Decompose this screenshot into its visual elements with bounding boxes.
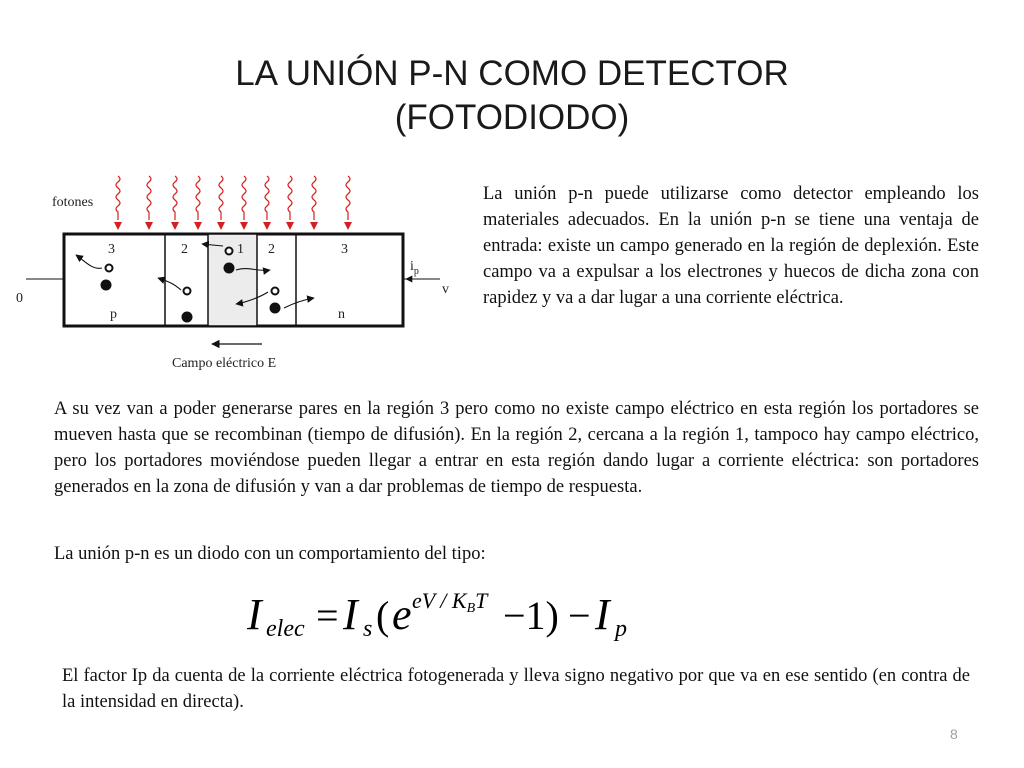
ip-label: ip: [410, 259, 419, 277]
n-region-label: n: [338, 307, 345, 322]
intro-paragraph: La unión p-n puede utilizarse como detec…: [483, 184, 979, 308]
formula-I-elec: I: [246, 590, 264, 639]
slide-title: LA UNIÓN P-N COMO DETECTOR (FOTODIODO): [0, 52, 1024, 140]
diode-equation: I elec = I s ( e eV / KBT −1) − I p: [246, 588, 627, 642]
photon-arrows: [114, 175, 122, 230]
carrier-paths: [75, 240, 315, 309]
formula-sub-p: p: [613, 616, 627, 642]
carriers: [100, 246, 281, 323]
p-region-label: p: [110, 307, 117, 322]
title-line-1: LA UNIÓN P-N COMO DETECTOR: [235, 54, 789, 93]
formula-minus: −: [568, 593, 591, 638]
electric-field-label: Campo eléctrico E: [172, 356, 276, 371]
region-label: 3: [341, 242, 348, 257]
formula-e: e: [392, 590, 412, 639]
photons-label: fotones: [52, 195, 93, 210]
zero-label: 0: [16, 291, 23, 306]
title-line-2: (FOTODIODO): [394, 98, 630, 137]
v-label: v: [442, 282, 449, 297]
region-label: 2: [268, 242, 275, 257]
ip-explanation-paragraph: El factor Ip da cuenta de la corriente e…: [62, 666, 970, 712]
pn-junction-diagram: fotones 3 2 1 2 3 p n 0 ip v Campo eléct…: [16, 175, 449, 371]
region-label: 3: [108, 242, 115, 257]
formula-exponent: eV / KBT: [412, 588, 489, 616]
region-label: 2: [181, 242, 188, 257]
region-label: 1: [237, 242, 244, 257]
formula-I-s: I: [342, 590, 360, 639]
depletion-region: [207, 233, 258, 327]
formula-sub-elec: elec: [266, 616, 305, 642]
formula-open-paren: (: [376, 593, 389, 638]
diffusion-paragraph: A su vez van a poder generarse pares en …: [54, 399, 979, 497]
formula-I-p: I: [594, 590, 612, 639]
page-number: 8: [950, 726, 958, 742]
photon-arrow-set: [144, 175, 353, 231]
formula-sub-s: s: [363, 616, 372, 642]
formula-minus-one: −1): [503, 593, 559, 638]
formula-equals: =: [316, 593, 339, 638]
diode-intro-line: La unión p-n es un diodo con un comporta…: [54, 544, 486, 564]
